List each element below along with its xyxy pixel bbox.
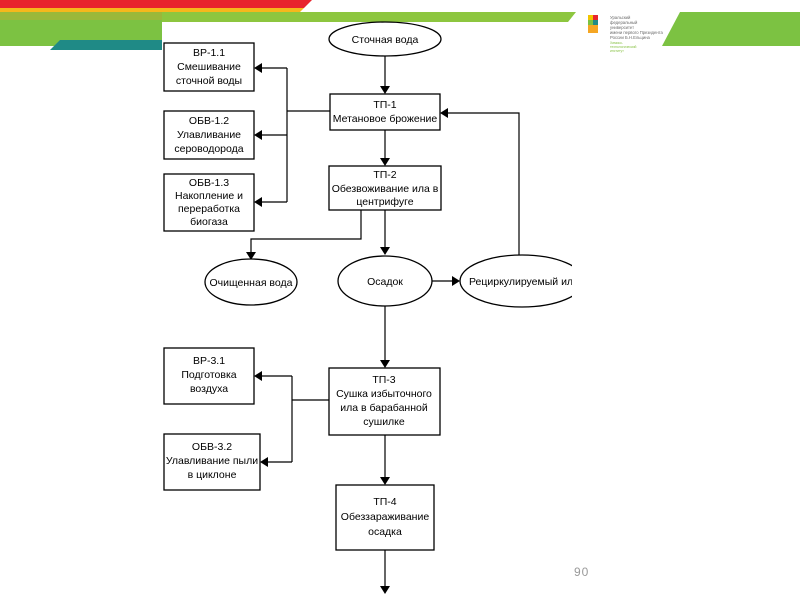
node-tp2-line-1: ТП-2 bbox=[373, 169, 396, 181]
node-obv32-line-2: Улавливание пыли bbox=[166, 455, 258, 467]
node-tp1: ТП-1 Метановое брожение bbox=[329, 93, 441, 131]
logo-sub-line-3: институт bbox=[610, 49, 624, 53]
logo-line-2: федеральный bbox=[610, 20, 638, 25]
node-vr31-line-3: воздуха bbox=[190, 383, 228, 395]
node-wastewater-shape bbox=[328, 21, 442, 57]
node-wastewater-label: Сточная вода bbox=[352, 34, 419, 46]
node-obv12: ОБВ-1.2 Улавливание сероводорода bbox=[163, 110, 255, 160]
node-tp1-line-2: Метановое брожение bbox=[333, 113, 438, 125]
arrow-into-tp3 bbox=[380, 360, 390, 368]
node-sediment-shape bbox=[337, 255, 433, 307]
header-banner: Уральский федеральный университет имени … bbox=[0, 0, 800, 53]
node-vr31-line-1: ВР-3.1 bbox=[193, 355, 225, 367]
arrow-into-vr11 bbox=[254, 63, 262, 73]
node-tp4-shape bbox=[335, 484, 435, 551]
arrow-into-tp1-recycle bbox=[440, 108, 448, 118]
node-obv13-line-1: ОБВ-1.3 bbox=[189, 177, 229, 189]
logo-line-5: России Б.Н.Ельцина bbox=[610, 35, 651, 40]
node-vr11: ВР-1.1 Смешивание сточной воды bbox=[163, 42, 255, 92]
node-obv13-shape bbox=[163, 173, 255, 232]
node-recycled: Рециркулируемый ил bbox=[459, 254, 573, 308]
logo-line-1: Уральский bbox=[610, 15, 631, 20]
node-obv32-line-3: в циклоне bbox=[188, 469, 237, 481]
logo-mark-red bbox=[593, 15, 598, 20]
node-sediment: Осадок bbox=[337, 255, 433, 307]
node-tp3-shape bbox=[328, 367, 441, 436]
node-recycled-label: Рециркулируемый ил bbox=[469, 276, 573, 288]
node-recycled-shape bbox=[459, 254, 572, 308]
arrow-into-sediment bbox=[380, 247, 390, 255]
node-obv12-line-3: сероводорода bbox=[174, 143, 243, 155]
arrow-into-tp1 bbox=[380, 86, 390, 94]
node-obv13-line-4: биогаза bbox=[190, 216, 228, 228]
node-cleaned-water-shape bbox=[204, 258, 298, 306]
banner-stripe-red bbox=[0, 0, 312, 8]
logo-mark-orange bbox=[588, 25, 598, 33]
edge-tp2-cleaned-water bbox=[250, 210, 362, 252]
node-tp4-line-1: ТП-4 bbox=[373, 496, 396, 508]
arrow-into-obv13 bbox=[254, 197, 262, 207]
node-tp3-line-3: ила в барабанной bbox=[340, 402, 428, 414]
node-vr11-line-3: сточной воды bbox=[176, 75, 242, 87]
node-wastewater: Сточная вода bbox=[328, 21, 442, 57]
node-tp2-line-3: центрифуге bbox=[356, 196, 413, 208]
node-vr31-line-2: Подготовка bbox=[181, 369, 236, 381]
node-vr11-line-2: Смешивание bbox=[177, 61, 241, 73]
arrow-into-cleaned-water bbox=[246, 252, 256, 260]
page-number: 90 bbox=[574, 565, 590, 579]
node-obv12-line-1: ОБВ-1.2 bbox=[189, 115, 229, 127]
node-vr31: ВР-3.1 Подготовка воздуха bbox=[163, 347, 255, 405]
logo-line-3: университет bbox=[610, 25, 634, 30]
arrow-into-obv12 bbox=[254, 130, 262, 140]
arrow-into-tp4 bbox=[380, 477, 390, 485]
node-tp1-line-1: ТП-1 bbox=[373, 99, 396, 111]
banner-stripe-lightgreen bbox=[162, 12, 576, 22]
node-obv32-shape bbox=[163, 433, 261, 491]
node-obv13: ОБВ-1.3 Накопление и переработка биогаза bbox=[163, 173, 255, 232]
node-obv13-line-3: переработка bbox=[178, 203, 240, 215]
banner-stripe-yellow bbox=[0, 8, 304, 12]
logo-sub-line-2: технологический bbox=[610, 45, 636, 49]
node-obv12-line-2: Улавливание bbox=[177, 129, 241, 141]
node-tp4-line-2: Обеззараживание bbox=[341, 511, 430, 523]
arrow-into-tp2 bbox=[380, 158, 390, 166]
node-tp2: ТП-2 Обезвоживание ила в центрифуге bbox=[328, 165, 442, 211]
node-tp2-shape bbox=[328, 165, 442, 211]
university-logo: Уральский федеральный университет имени … bbox=[588, 15, 664, 53]
logo-mark-yellow bbox=[588, 15, 593, 20]
node-tp4-line-3: осадка bbox=[368, 526, 402, 538]
connectors bbox=[246, 56, 520, 594]
node-tp3-line-4: сушилке bbox=[363, 416, 405, 428]
logo-mark-teal bbox=[593, 20, 598, 25]
node-tp3-line-1: ТП-3 bbox=[372, 374, 395, 386]
node-obv32-line-1: ОБВ-3.2 bbox=[192, 441, 232, 453]
edge-recycled-tp1 bbox=[448, 112, 520, 255]
node-obv12-shape bbox=[163, 110, 255, 160]
node-obv32: ОБВ-3.2 Улавливание пыли в циклоне bbox=[163, 433, 261, 491]
node-tp4: ТП-4 Обеззараживание осадка bbox=[335, 484, 435, 551]
logo-sub-line-1: Химико- bbox=[610, 41, 623, 45]
logo-mark-green bbox=[588, 20, 593, 25]
node-cleaned-water-label: Очищенная вода bbox=[210, 277, 293, 289]
node-vr11-line-1: ВР-1.1 bbox=[193, 47, 225, 59]
node-cleaned-water: Очищенная вода bbox=[204, 258, 298, 306]
logo-line-4: имени первого Президента bbox=[610, 30, 664, 35]
banner-stripe-green bbox=[0, 20, 162, 46]
node-tp3: ТП-3 Сушка избыточного ила в барабанной … bbox=[328, 367, 441, 436]
node-sediment-label: Осадок bbox=[367, 276, 403, 288]
node-obv13-line-2: Накопление и bbox=[175, 190, 243, 202]
node-vr31-shape bbox=[163, 347, 255, 405]
arrow-into-recycled bbox=[452, 276, 460, 286]
node-tp1-shape bbox=[329, 93, 441, 131]
banner-stripe-teal bbox=[50, 40, 162, 50]
arrow-into-vr31 bbox=[254, 371, 262, 381]
arrow-out-tp4 bbox=[380, 586, 390, 594]
node-tp2-line-2: Обезвоживание ила в bbox=[332, 183, 439, 195]
node-tp3-line-2: Сушка избыточного bbox=[336, 388, 432, 400]
node-vr11-shape bbox=[163, 42, 255, 92]
arrow-into-obv32 bbox=[260, 457, 268, 467]
banner-stripe-right bbox=[662, 12, 800, 46]
